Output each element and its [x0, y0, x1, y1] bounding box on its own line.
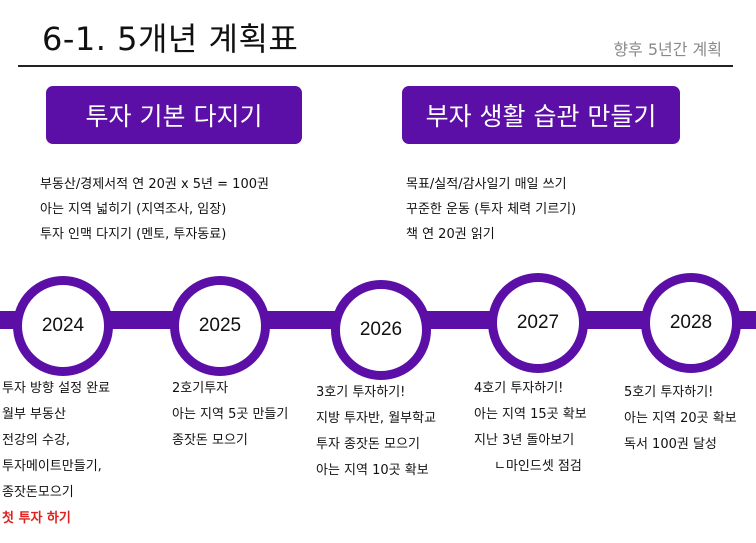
list-item: 부동산/경제서적 연 20권 x 5년 = 100권 [40, 177, 269, 192]
year-circle-2027: 2027 [488, 273, 588, 373]
list-item: 독서 100권 달성 [624, 437, 717, 452]
highlight-item: 첫 투자 하기 [2, 511, 71, 526]
page-subtitle: 향후 5년간 계획 [613, 40, 722, 59]
list-item: 아는 지역 20곳 확보 [624, 411, 737, 426]
list-item: 투자 방향 설정 완료 [2, 381, 111, 396]
list-item: 전강의 수강, [2, 433, 71, 448]
year-label: 2028 [669, 312, 713, 333]
list-item: 책 연 20권 읽기 [406, 227, 495, 242]
list-item: 아는 지역 15곳 확보 [474, 407, 587, 422]
list-item: 3호기 투자하기! [316, 385, 406, 400]
year-label: 2025 [198, 315, 242, 336]
year-label: 2024 [41, 315, 85, 336]
wealth-habits-goals: 목표/실적/감사일기 매일 쓰기 꾸준한 운동 (투자 체력 기르기) 책 연 … [406, 172, 576, 247]
list-item: 아는 지역 넓히기 (지역조사, 임장) [40, 202, 227, 217]
page-title: 6-1. 5개년 계획표 [42, 20, 299, 58]
list-item: 투자 종잣돈 모으기 [316, 437, 420, 452]
list-item: 월부 부동산 [2, 407, 66, 422]
year-label: 2027 [516, 312, 560, 333]
year-circle-2025: 2025 [170, 276, 270, 376]
banner-investment-basics: 투자 기본 다지기 [46, 86, 302, 144]
plan-list-2028: 5호기 투자하기! 아는 지역 20곳 확보 독서 100권 달성 [624, 380, 737, 458]
banner-wealth-habits: 부자 생활 습관 만들기 [402, 86, 680, 144]
plan-list-2025: 2호기투자 아는 지역 5곳 만들기 종잣돈 모으기 [172, 376, 288, 454]
list-item: 투자 인맥 다지기 (멘토, 투자동료) [40, 227, 227, 242]
list-item: 종잣돈모으기 [2, 485, 74, 500]
year-circle-2024: 2024 [13, 276, 113, 376]
list-item: 2호기투자 [172, 381, 229, 396]
list-item: 지방 투자반, 월부학교 [316, 411, 437, 426]
list-item: 4호기 투자하기! [474, 381, 564, 396]
list-item: 아는 지역 5곳 만들기 [172, 407, 289, 422]
plan-list-2024: 투자 방향 설정 완료 월부 부동산 전강의 수강, 투자메이트만들기, 종잣돈… [2, 376, 110, 532]
list-item: 종잣돈 모으기 [172, 433, 248, 448]
list-item: 5호기 투자하기! [624, 385, 714, 400]
list-item: ㄴ마인드셋 점검 [494, 459, 582, 474]
list-item: 지난 3년 돌아보기 [474, 433, 575, 448]
title-divider [18, 65, 733, 67]
plan-list-2027: 4호기 투자하기! 아는 지역 15곳 확보 지난 3년 돌아보기 ㄴ마인드셋 … [474, 376, 587, 480]
list-item: 꾸준한 운동 (투자 체력 기르기) [406, 202, 577, 217]
year-circle-2026: 2026 [331, 280, 431, 380]
year-circle-2028: 2028 [641, 273, 741, 373]
year-label: 2026 [359, 319, 403, 340]
investment-basics-goals: 부동산/경제서적 연 20권 x 5년 = 100권 아는 지역 넓히기 (지역… [40, 172, 269, 247]
list-item: 아는 지역 10곳 확보 [316, 463, 429, 478]
plan-list-2026: 3호기 투자하기! 지방 투자반, 월부학교 투자 종잣돈 모으기 아는 지역 … [316, 380, 436, 484]
list-item: 투자메이트만들기, [2, 459, 102, 474]
list-item: 목표/실적/감사일기 매일 쓰기 [406, 177, 567, 192]
